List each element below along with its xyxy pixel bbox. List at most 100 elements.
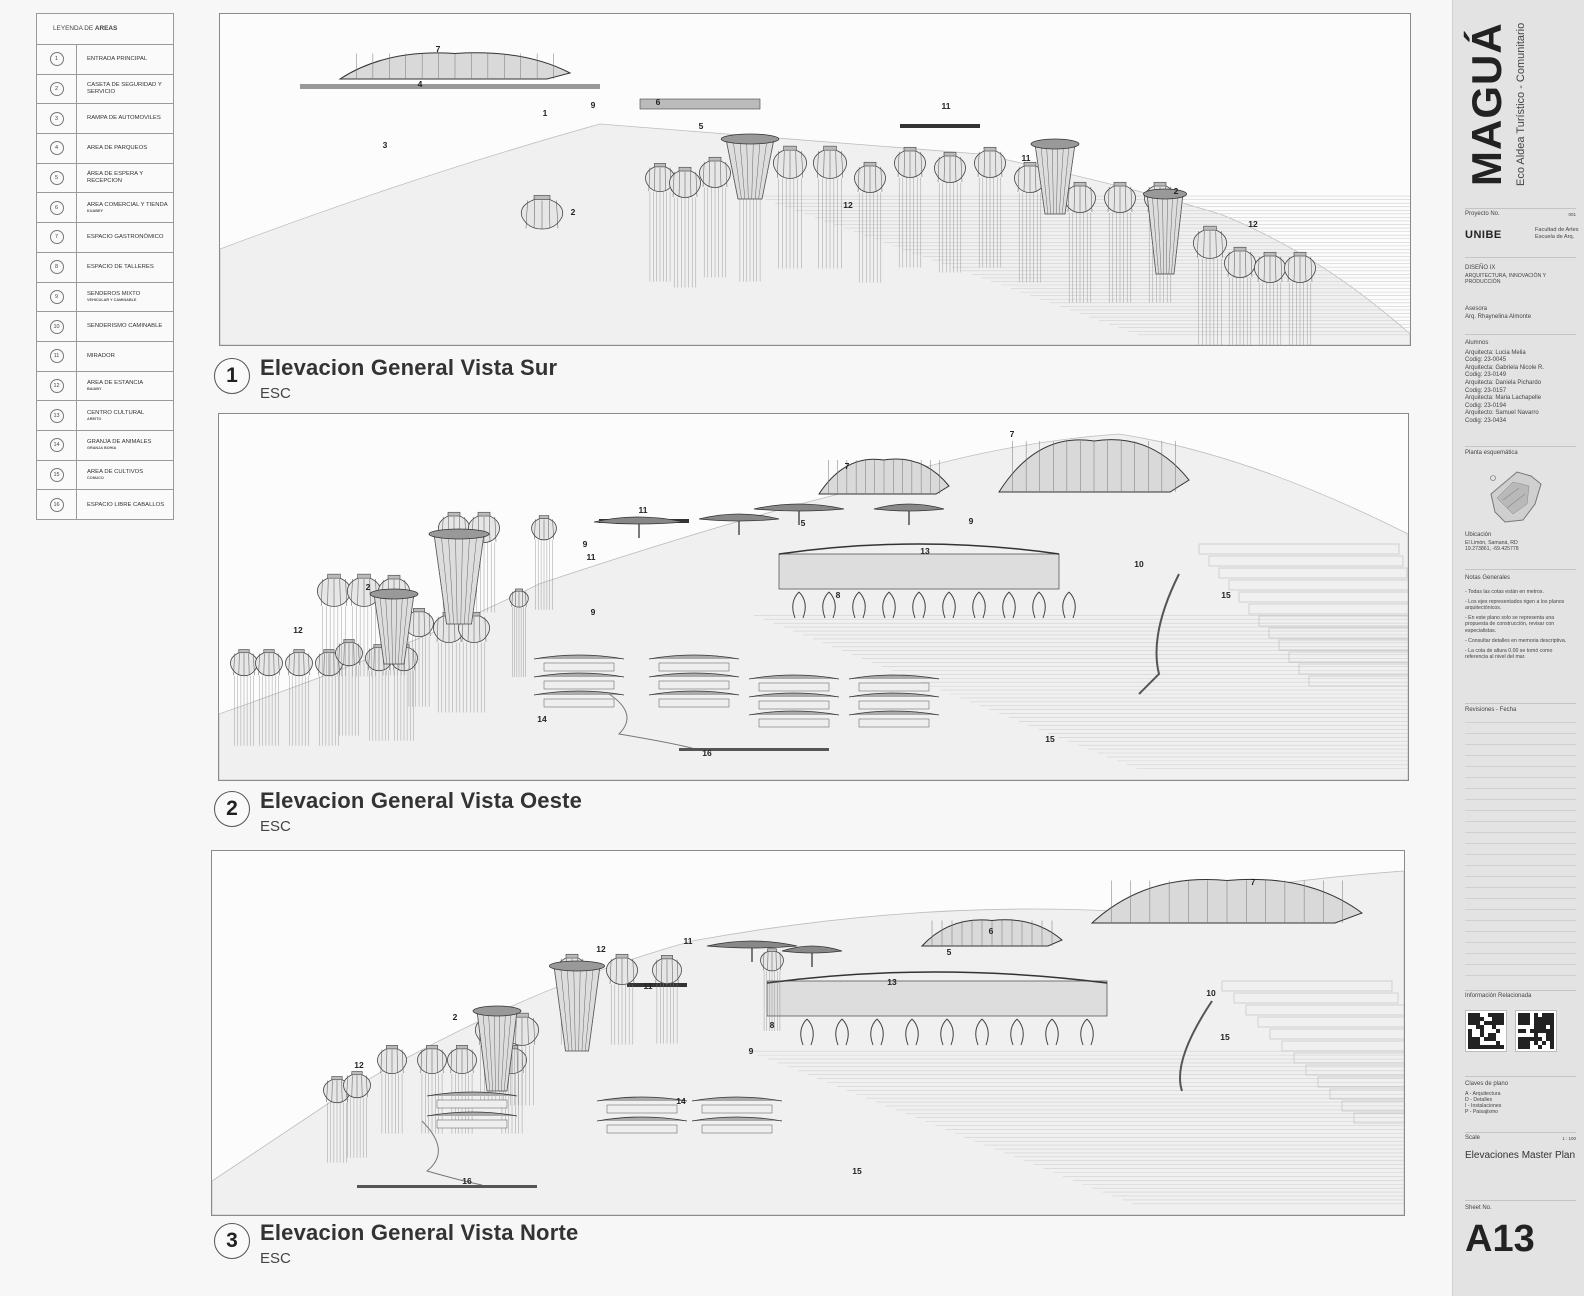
area-number-label: 4 xyxy=(417,79,423,89)
legend-label: SENDERISMO CAMINABLE xyxy=(87,323,163,330)
revision-line xyxy=(1465,755,1576,756)
revisions-label: Revisiones - Fecha xyxy=(1465,707,1517,713)
legend-number: 16 xyxy=(49,498,64,513)
area-number-label: 8 xyxy=(769,1020,775,1030)
area-number-label: 13 xyxy=(887,977,897,987)
student-line: Arquitecta: Daniela Pichardo xyxy=(1465,379,1542,386)
revision-line xyxy=(1465,722,1576,723)
pod-structure xyxy=(509,588,529,678)
legend-number: 13 xyxy=(49,408,64,423)
area-number-label: 12 xyxy=(843,200,853,210)
elevation-drawing xyxy=(212,870,1404,1215)
legend-row: 10 SENDERISMO CAMINABLE xyxy=(37,312,173,342)
related-label: Información Relacionada xyxy=(1465,993,1532,999)
structures xyxy=(230,439,1408,751)
location-label: Ubicación xyxy=(1465,532,1492,538)
note-line: - En este plano solo se representa una p… xyxy=(1465,615,1555,634)
revision-line xyxy=(1465,832,1576,833)
canopy-structure xyxy=(593,516,685,538)
pod-structure xyxy=(934,151,966,273)
view-number: 1 xyxy=(214,358,250,394)
area-number-label: 12 xyxy=(596,944,606,954)
sheet-number: A13 xyxy=(1465,1218,1535,1260)
revision-line xyxy=(1465,909,1576,910)
area-number-label: 11 xyxy=(683,936,693,946)
revision-line xyxy=(1465,799,1576,800)
pod-structure xyxy=(854,161,886,283)
student-line: Arquitecto: Samuel Navarro xyxy=(1465,410,1539,417)
structures xyxy=(323,878,1404,1188)
note-line: - La cota de altura 0.00 se tomó como re… xyxy=(1465,648,1553,661)
legend-number: 11 xyxy=(49,349,64,364)
revision-line xyxy=(1465,887,1576,888)
revision-line xyxy=(1465,975,1576,976)
view-number: 2 xyxy=(214,791,250,827)
legend-number: 14 xyxy=(49,438,64,453)
revision-line xyxy=(1465,920,1576,921)
structures xyxy=(300,52,1316,345)
area-number-label: 12 xyxy=(354,1060,364,1070)
area-number-label: 11 xyxy=(1021,153,1031,163)
view-scale: ESC xyxy=(260,385,291,402)
legend-row: 16 ESPACIO LIBRE CABALLOS xyxy=(37,490,173,520)
legend-number: 5 xyxy=(49,171,64,186)
brand-name: MAGUÁ xyxy=(1463,22,1510,186)
area-number-label: 15 xyxy=(852,1166,862,1176)
students-label: Alumnos xyxy=(1465,340,1489,346)
legend-number: 3 xyxy=(49,111,64,126)
key-line: I - Instalaciones xyxy=(1465,1103,1502,1109)
main-building-roof xyxy=(338,52,572,80)
site-plan-thumbnail xyxy=(1490,471,1542,523)
legend-sublabel: GRANJA BOHIA xyxy=(87,446,117,451)
pod-structure xyxy=(365,644,393,741)
canopy-structure xyxy=(706,940,798,962)
legend-number: 4 xyxy=(49,141,64,156)
area-number-label: 7 xyxy=(1009,429,1015,439)
sheet-label: Sheet No. xyxy=(1465,1205,1492,1211)
title-block: MAGUÁ Eco Aldea Turístico - Comunitario … xyxy=(1452,0,1584,1296)
scale-value: 1 : 100 xyxy=(1562,1136,1576,1141)
revision-line xyxy=(1465,821,1576,822)
view-number: 3 xyxy=(214,1223,250,1259)
area-number-label: 7 xyxy=(844,461,850,471)
area-number-label: 2 xyxy=(1173,186,1179,196)
main-building-roof xyxy=(818,458,950,495)
qr-code-icon xyxy=(1515,1010,1557,1052)
legend-label: ENTRADA PRINCIPAL xyxy=(87,55,148,62)
pod-structure xyxy=(377,1045,407,1134)
legend-label: AREA DE PARQUEOS xyxy=(87,144,148,151)
area-number-label: 9 xyxy=(748,1046,754,1056)
pod-structure xyxy=(1284,251,1316,345)
view-title-text: Elevacion General Vista Oeste xyxy=(260,788,583,813)
student-line: Codig: 23-0434 xyxy=(1465,417,1507,424)
legend-label: AREA COMERCIAL Y TIENDA xyxy=(87,201,168,208)
legend-sublabel: BAIABY xyxy=(87,386,102,391)
pod-structure xyxy=(531,515,557,610)
student-line: Codig: 23-0045 xyxy=(1465,357,1507,364)
revision-line xyxy=(1465,744,1576,745)
area-number-label: 6 xyxy=(988,926,994,936)
legend-label: AREA DE CULTIVOS xyxy=(87,468,144,475)
area-number-label: 15 xyxy=(1221,590,1231,600)
legend-sublabel: VEHICULAR Y CAMINABLE xyxy=(87,297,137,302)
project-value: 001 xyxy=(1568,212,1576,217)
note-line: - Los ejes representados rigen a los pla… xyxy=(1465,598,1565,611)
area-number-label: 9 xyxy=(590,100,596,110)
revision-line xyxy=(1465,931,1576,932)
revision-line xyxy=(1465,876,1576,877)
pod-structure xyxy=(343,1071,371,1158)
revision-line xyxy=(1465,843,1576,844)
location-line: 19.273861, -69.425778 xyxy=(1465,546,1519,552)
pod-structure xyxy=(813,145,847,269)
area-number-label: 6 xyxy=(655,97,661,107)
canopy-structure xyxy=(698,513,780,535)
legend-row: 4 AREA DE PARQUEOS xyxy=(37,134,173,164)
brand: MAGUÁ Eco Aldea Turístico - Comunitario xyxy=(1453,0,1584,186)
